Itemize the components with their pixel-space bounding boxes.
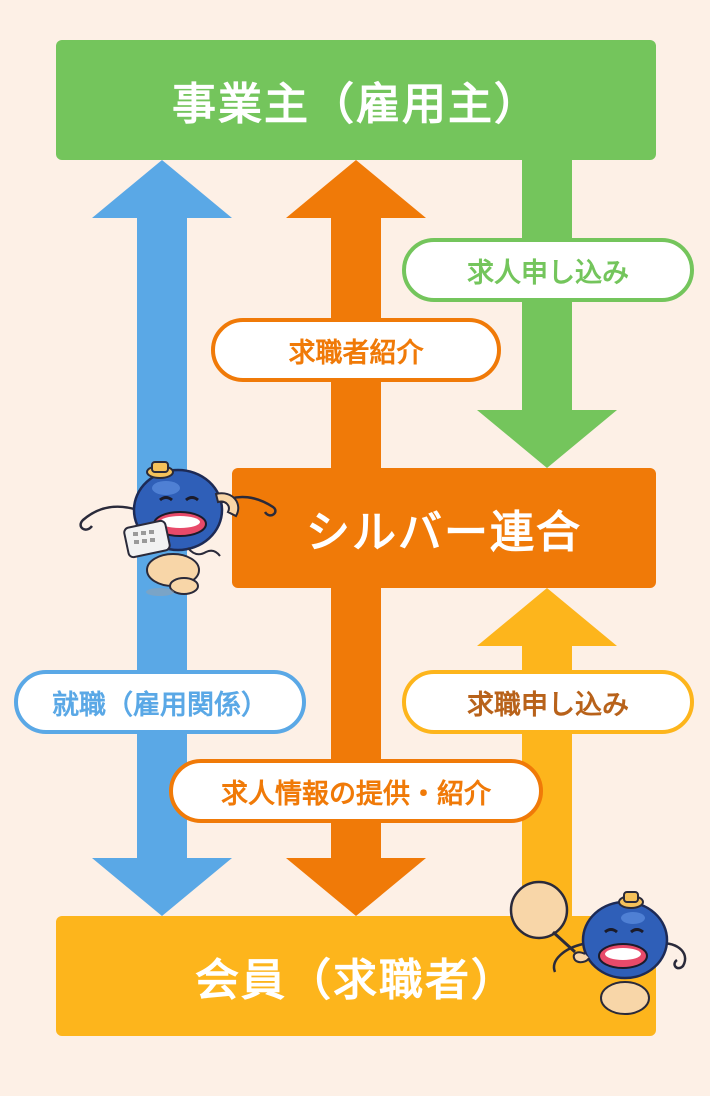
- apply-arrow: [477, 588, 617, 916]
- catfish-with-phone-icon: [79, 461, 277, 596]
- member-box: 会員（求職者）: [56, 916, 656, 1036]
- job-offer-label: 求人申し込み: [402, 238, 694, 302]
- employment-label: 就職（雇用関係）: [14, 670, 306, 734]
- silver-association-box: シルバー連合: [232, 468, 656, 588]
- employer-box: 事業主（雇用主）: [56, 40, 656, 160]
- info-label: 求人情報の提供・紹介: [169, 759, 543, 823]
- introduce-label: 求職者紹介: [211, 318, 501, 382]
- catfish-with-fan-icon: [509, 880, 687, 1015]
- job-offer-arrow: [477, 160, 617, 468]
- apply-label: 求職申し込み: [402, 670, 694, 734]
